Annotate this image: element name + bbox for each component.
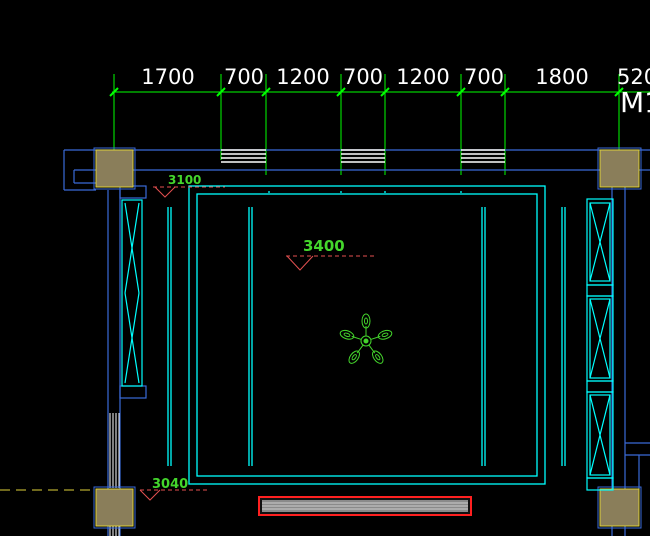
chandelier-arm (339, 329, 362, 340)
level-label: 3400 (303, 237, 345, 255)
five-arm-chandelier-icon (339, 313, 393, 364)
dimension-label: 700 (464, 65, 504, 89)
left-window-strips (109, 413, 120, 536)
level-label: 3100 (168, 173, 201, 187)
chandelier-arm (348, 344, 364, 364)
dimension-label: 520 (617, 65, 650, 89)
column-outlines (93, 147, 642, 529)
level-marker-3040: 3040 (139, 477, 210, 501)
column-bottom-right (599, 488, 640, 527)
dimension-label: 1200 (396, 65, 449, 89)
air-vent-grille (258, 496, 472, 516)
dimension-label: 1700 (141, 65, 194, 89)
column-bottom-left (95, 488, 134, 527)
dimension-label: 1800 (535, 65, 588, 89)
column-top-left (95, 149, 134, 188)
dimension-chain (109, 74, 650, 186)
right-curtain-boxes (586, 198, 614, 491)
top-window-stripes (221, 149, 505, 163)
chandelier-arm (361, 313, 371, 336)
dimension-label: 700 (343, 65, 383, 89)
dimension-label: 1200 (276, 65, 329, 89)
level-marker-3100: 3100 (153, 173, 225, 198)
left-curtain-box (121, 199, 143, 387)
columns (95, 149, 640, 527)
chandelier-arm (368, 344, 384, 364)
level-label: 3040 (152, 477, 188, 492)
level-marker-3400: 3400 (286, 237, 376, 271)
column-top-right (599, 149, 640, 188)
dimension-label: 700 (224, 65, 264, 89)
chandelier-arm (370, 329, 393, 340)
dimension-labels: 1700 700 1200 700 1200 700 1800 520 M1 (141, 65, 650, 119)
ceiling-outline (167, 185, 566, 485)
side-label: M1 (620, 86, 650, 119)
